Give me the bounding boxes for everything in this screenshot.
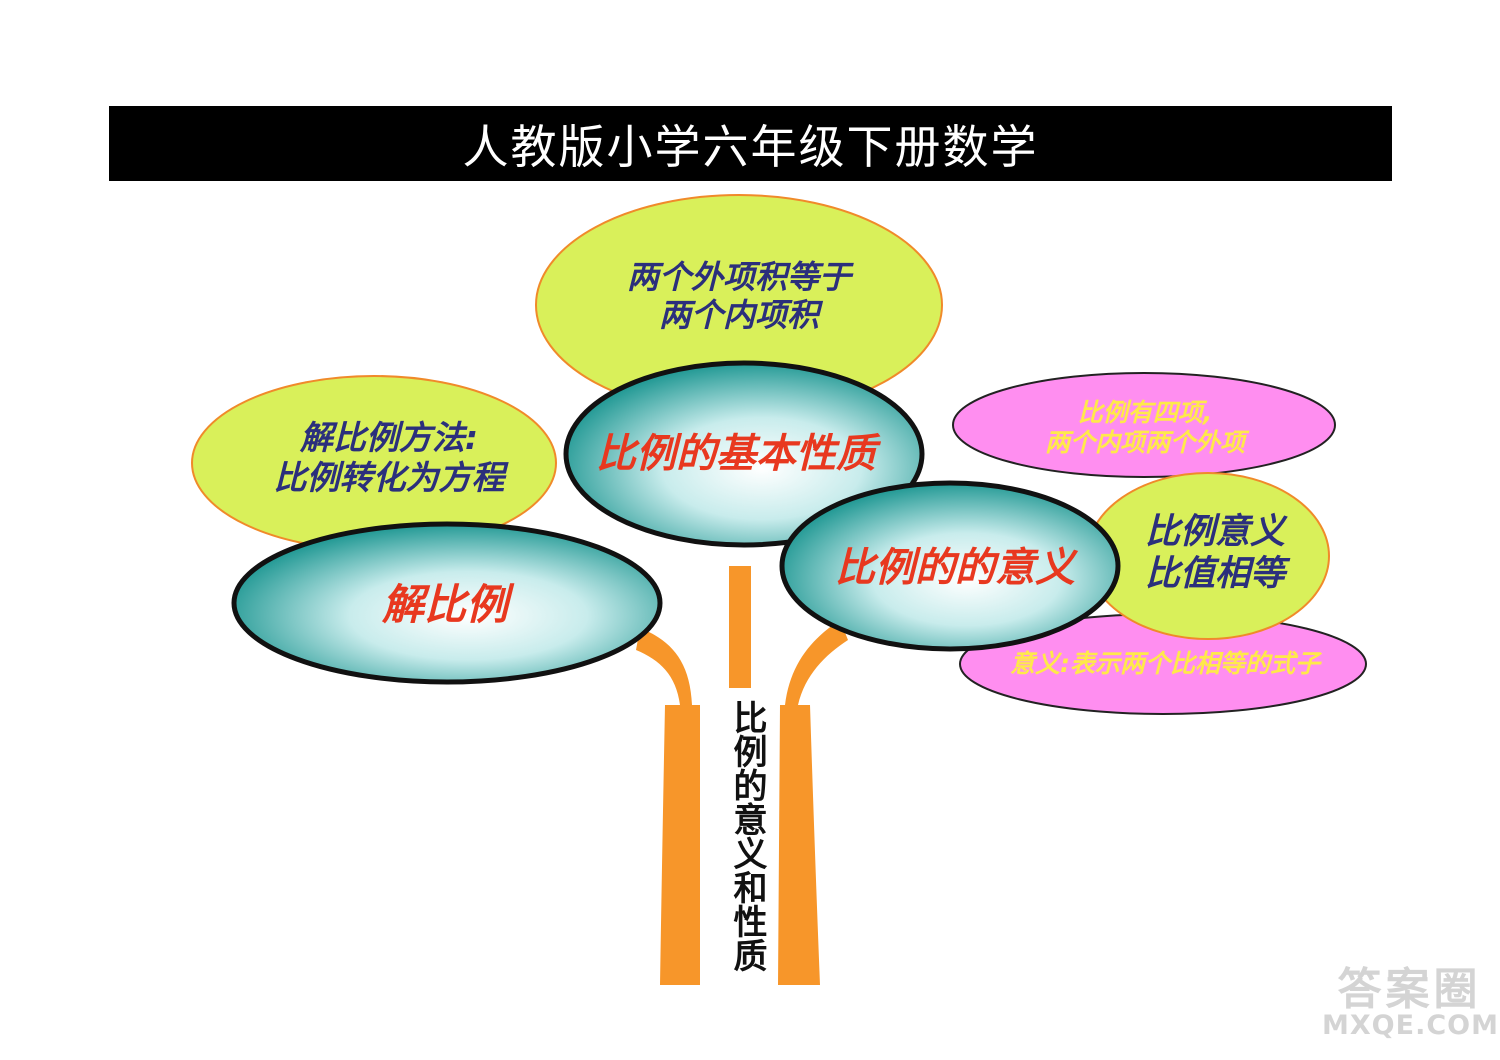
label-meaning-def: 意义:表示两个比相等的式子 [1010,649,1320,678]
label-four-terms: 比例有四项, 两个内项两个外项 [1044,398,1245,457]
trunk-center-bar [729,566,751,688]
page-title: 人教版小学六年级下册数学 [462,119,1039,174]
label-solve-method: 解比例方法: 比例转化为方程 [273,418,505,497]
trunk-left-branch [636,628,700,985]
ellipse-four-terms [952,372,1336,478]
label-meaning: 比例的的意义 [835,545,1075,591]
trunk-label: 比例的意义和性质 [727,700,767,972]
label-property-detail: 两个外项积等于 两个内项积 [626,258,851,335]
watermark-line2: MXQE.COM [1322,1010,1499,1041]
ellipse-basic-property [563,360,925,548]
watermark-line1: 答案圈 [1337,964,1482,1015]
ellipse-solve [231,521,663,685]
label-equal-ratio: 比例意义 比值相等 [1144,512,1285,594]
label-solve: 解比例 [381,580,508,629]
trunk-right-branch [778,620,848,985]
ellipse-meaning [779,480,1121,652]
tree-trunk [636,566,848,985]
label-basic-property: 比例的基本性质 [596,431,876,477]
title-bar: 人教版小学六年级下册数学 [109,106,1392,181]
watermark: 答案圈 MXQE.COM [1322,964,1499,1041]
